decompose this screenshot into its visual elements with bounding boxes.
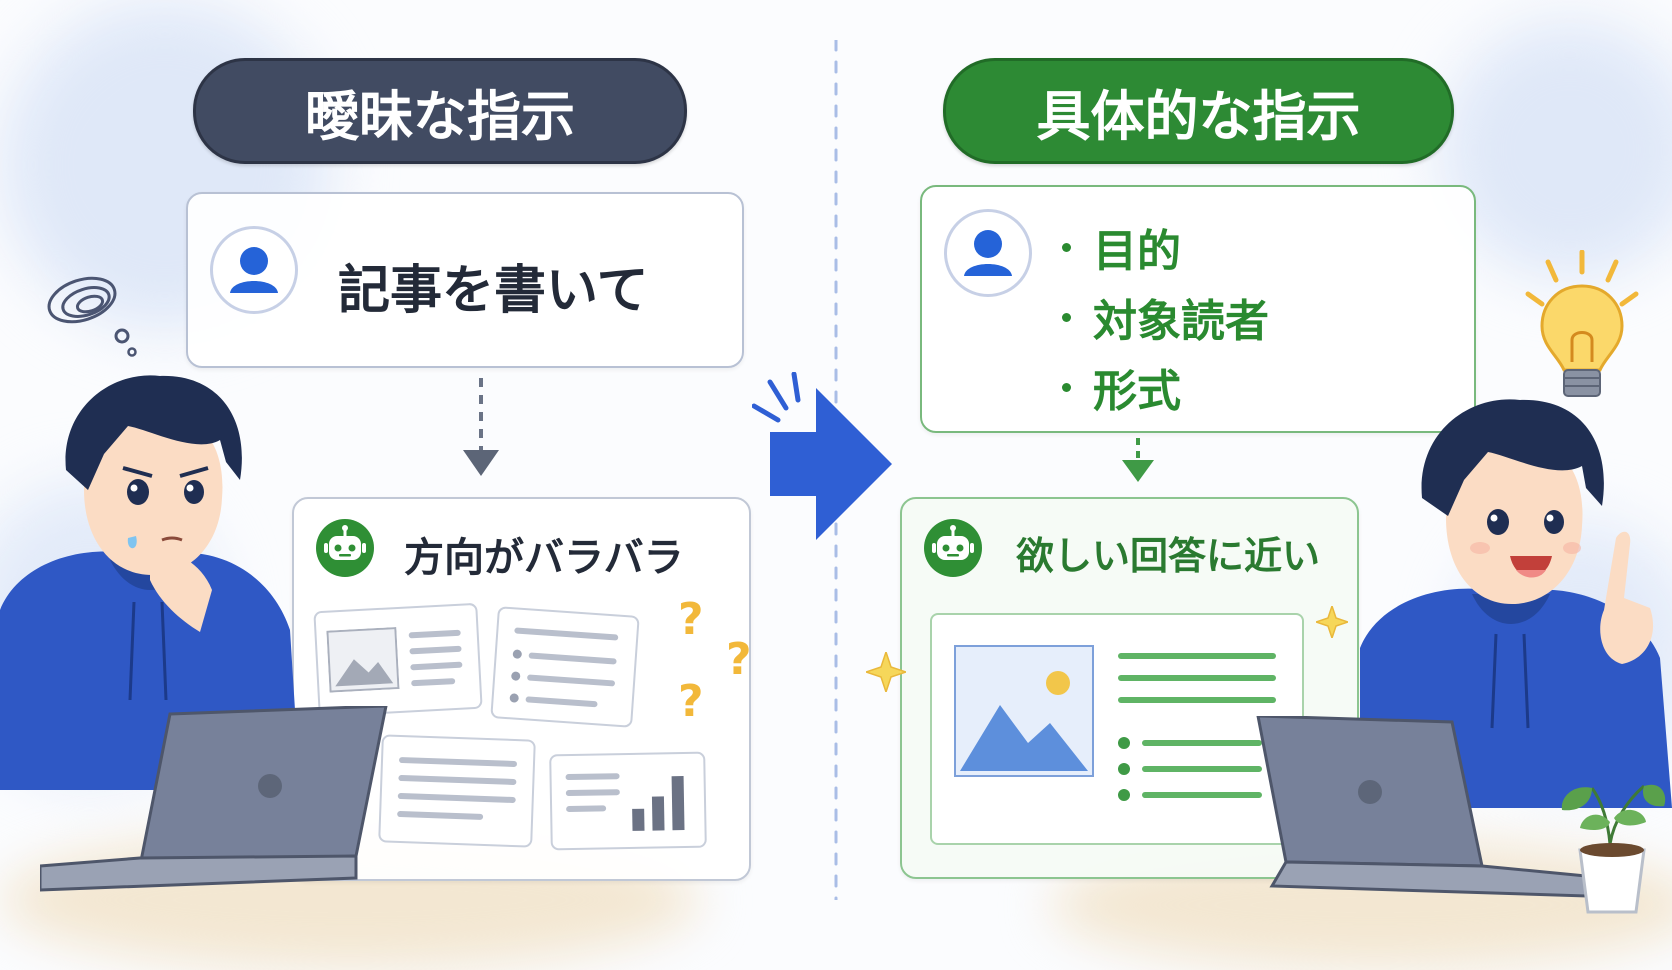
- prompt-item-label: 目的: [1093, 226, 1181, 277]
- sparkle-icon: [1316, 606, 1348, 638]
- vague-result-card: 方向がバラバラ: [292, 497, 751, 881]
- prompt-item-label: 形式: [1093, 366, 1181, 417]
- scattered-doc-image: [313, 602, 483, 718]
- landscape-image-icon: [954, 645, 1094, 777]
- question-mark: ?: [678, 594, 704, 645]
- center-divider: [834, 40, 838, 900]
- scattered-doc-text: [378, 734, 536, 848]
- question-mark: ?: [726, 634, 752, 685]
- specific-instruction-header: 具体的な指示: [943, 58, 1454, 164]
- scattered-doc-chart: [549, 751, 707, 851]
- down-arrow-right: [1122, 438, 1154, 482]
- specific-prompt-card: 目的 対象読者 形式: [920, 185, 1476, 433]
- lightbulb-icon: [1525, 250, 1639, 397]
- user-avatar-icon: [944, 209, 1032, 297]
- laptop-right: [1256, 716, 1588, 898]
- confused-thought-icon: [47, 276, 137, 357]
- vague-prompt-text: 記事を書いて: [338, 261, 649, 321]
- specific-result-card: 欲しい回答に近い: [900, 497, 1359, 879]
- robot-icon: [316, 519, 374, 577]
- vague-header-label: 曖昧な指示: [305, 84, 575, 148]
- vague-prompt-card: 記事を書いて: [186, 192, 744, 368]
- specific-header-label: 具体的な指示: [1036, 84, 1361, 148]
- bar-chart-icon: [632, 776, 685, 831]
- scattered-doc-list: [490, 606, 640, 728]
- vague-instruction-header: 曖昧な指示: [193, 58, 687, 164]
- down-arrow-left: [463, 378, 499, 476]
- image-placeholder-icon: [326, 627, 400, 693]
- specific-result-text: 欲しい回答に近い: [1016, 534, 1321, 578]
- plant-icon: [1561, 784, 1666, 914]
- prompt-item-purpose: 目的: [1062, 215, 1181, 279]
- user-avatar-icon: [210, 226, 298, 314]
- robot-icon: [924, 519, 982, 577]
- organized-doc: [930, 613, 1304, 845]
- prompt-item-format: 形式: [1062, 355, 1181, 419]
- bg-wash-right-top: [1440, 20, 1672, 280]
- right-arrow-icon: [752, 372, 892, 540]
- vague-result-text: 方向がバラバラ: [404, 535, 684, 581]
- prompt-item-label: 対象読者: [1093, 296, 1269, 347]
- question-mark: ?: [678, 676, 704, 727]
- sparkle-icon: [866, 652, 906, 692]
- laptop-left: [40, 706, 388, 892]
- prompt-item-audience: 対象読者: [1062, 285, 1269, 349]
